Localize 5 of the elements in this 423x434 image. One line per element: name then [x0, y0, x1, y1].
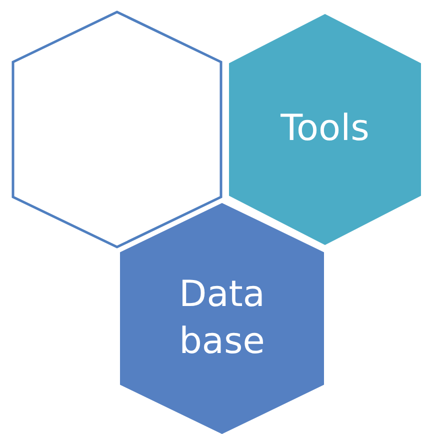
hexagon-label: Tools	[280, 107, 370, 152]
hexagon	[229, 14, 421, 245]
hexagon-label: Data base	[178, 272, 266, 364]
hexagon	[120, 203, 324, 434]
hexagon	[13, 12, 221, 247]
